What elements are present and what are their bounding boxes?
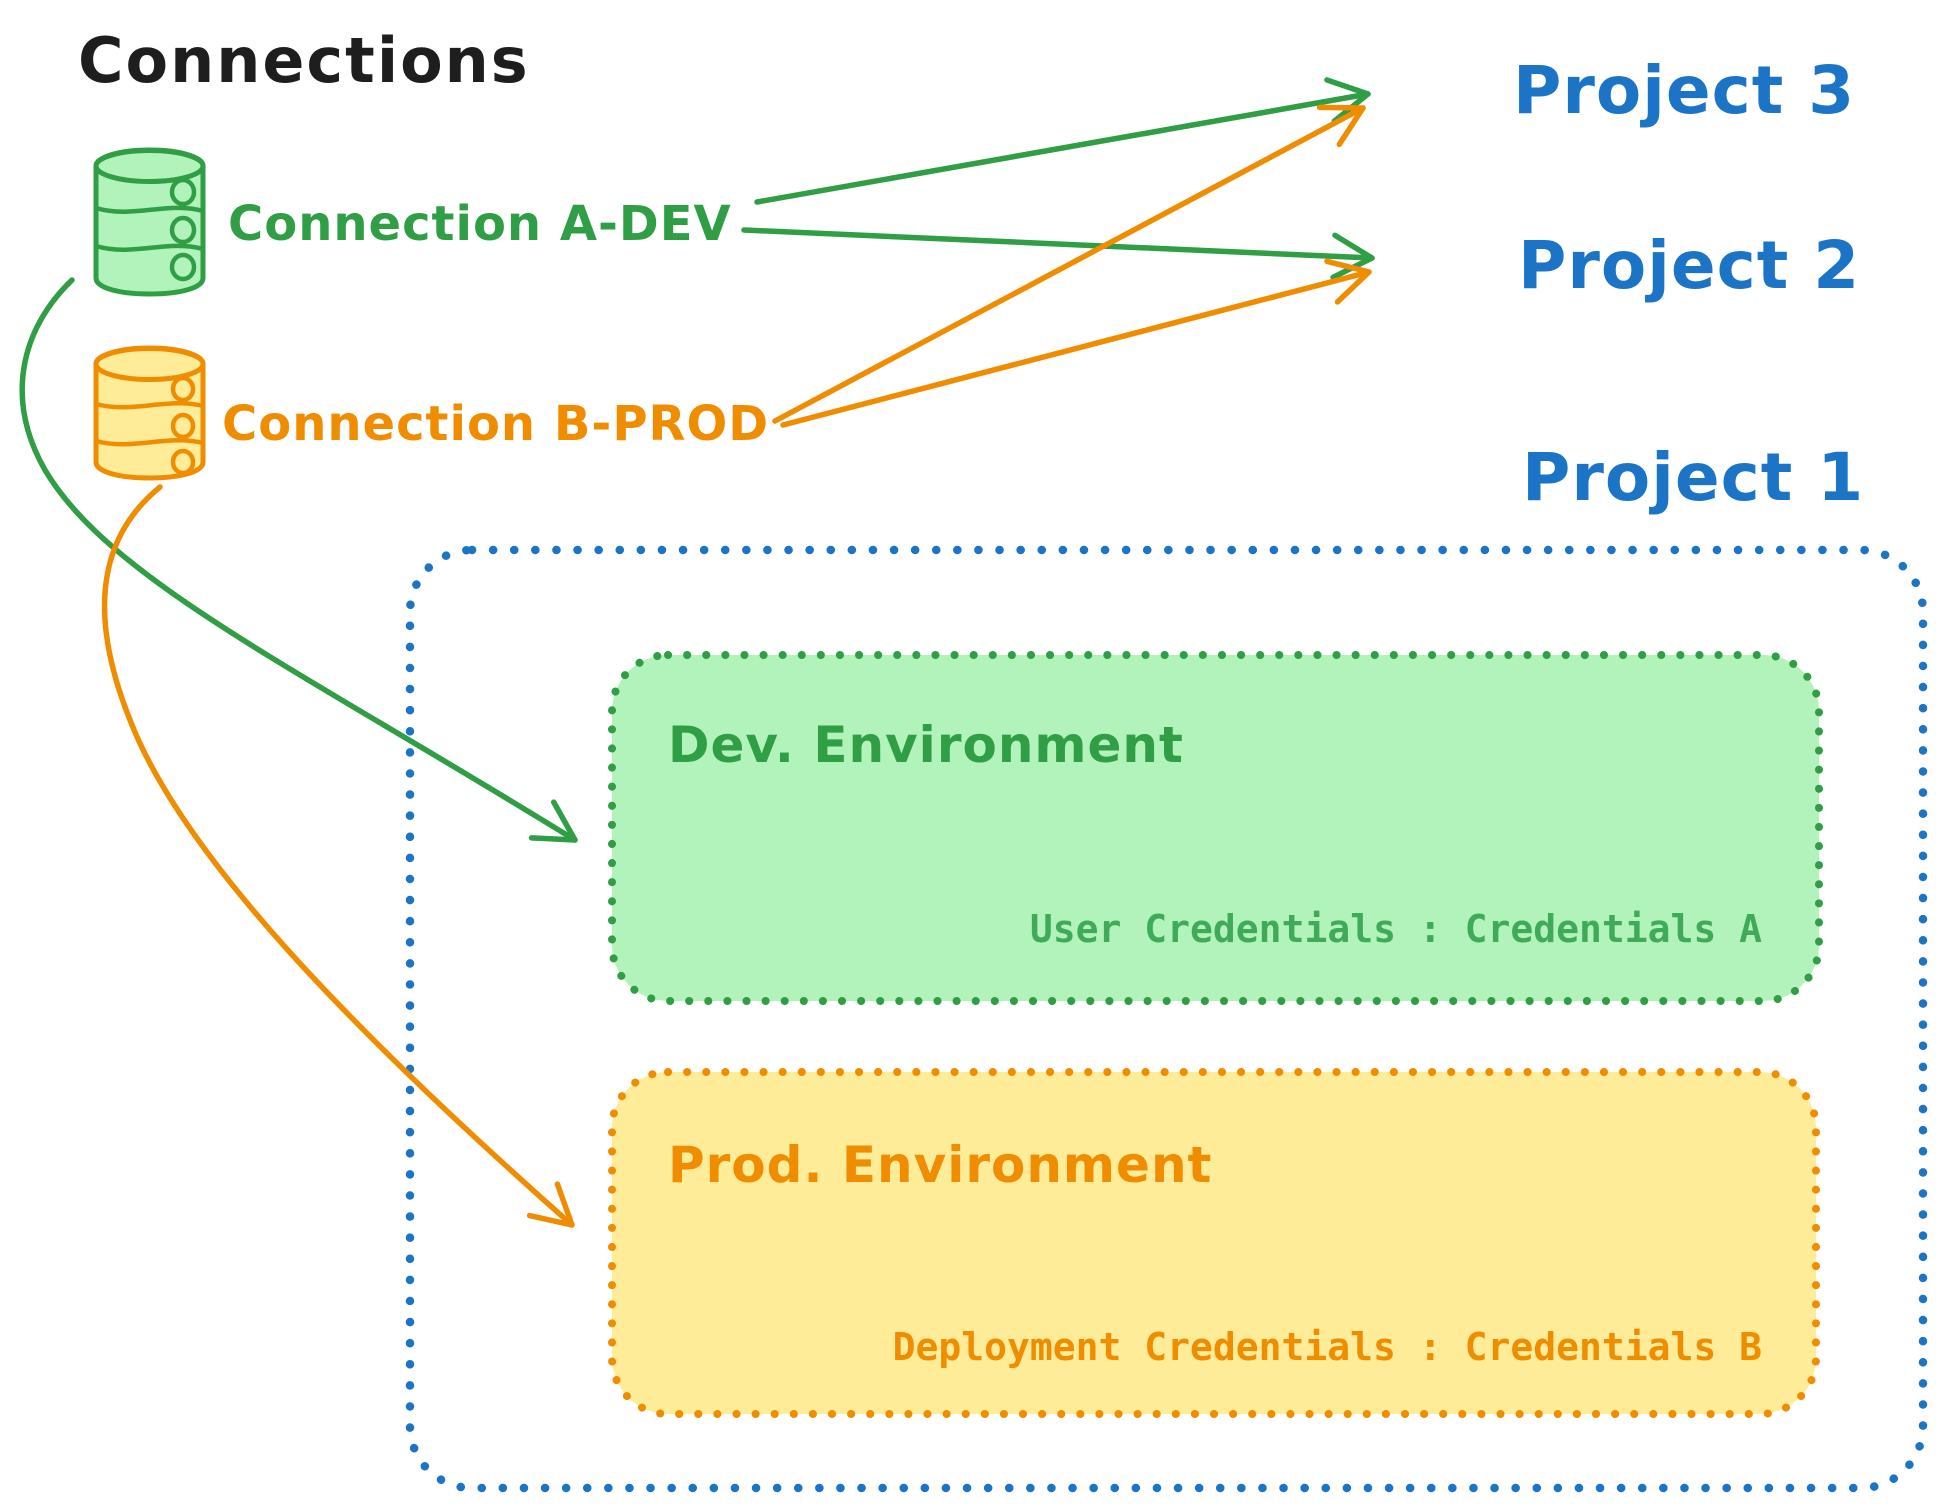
database-cylinder-icon-prod (93, 345, 206, 481)
project3-label: Project 3 (1513, 52, 1855, 129)
arrow-a-to-project3 (754, 77, 1371, 205)
arrow-a-to-dev-environment (19, 277, 578, 843)
arrow-b-to-project3 (772, 104, 1366, 424)
dev-environment-title: Dev. Environment (668, 716, 1184, 774)
project2-label: Project 2 (1518, 227, 1860, 304)
dev-environment-box (608, 651, 1823, 1005)
dev-environment-credentials: User Credentials : Credentials A (1030, 907, 1762, 951)
prod-environment-box (608, 1068, 1820, 1418)
project1-label: Project 1 (1522, 439, 1864, 516)
database-cylinder-icon-dev (93, 147, 206, 297)
connection-b-label: Connection B-PROD (222, 396, 769, 452)
prod-environment-credentials: Deployment Credentials : Credentials B (893, 1325, 1762, 1369)
arrow-b-to-project2 (780, 258, 1372, 428)
prod-environment-title: Prod. Environment (668, 1136, 1212, 1194)
arrow-b-to-prod-environment (101, 484, 575, 1228)
connection-a-label: Connection A-DEV (228, 196, 732, 252)
diagram-title: Connections (78, 24, 530, 97)
project1-container-box (405, 545, 1928, 1493)
arrow-a-to-project2 (741, 227, 1375, 281)
